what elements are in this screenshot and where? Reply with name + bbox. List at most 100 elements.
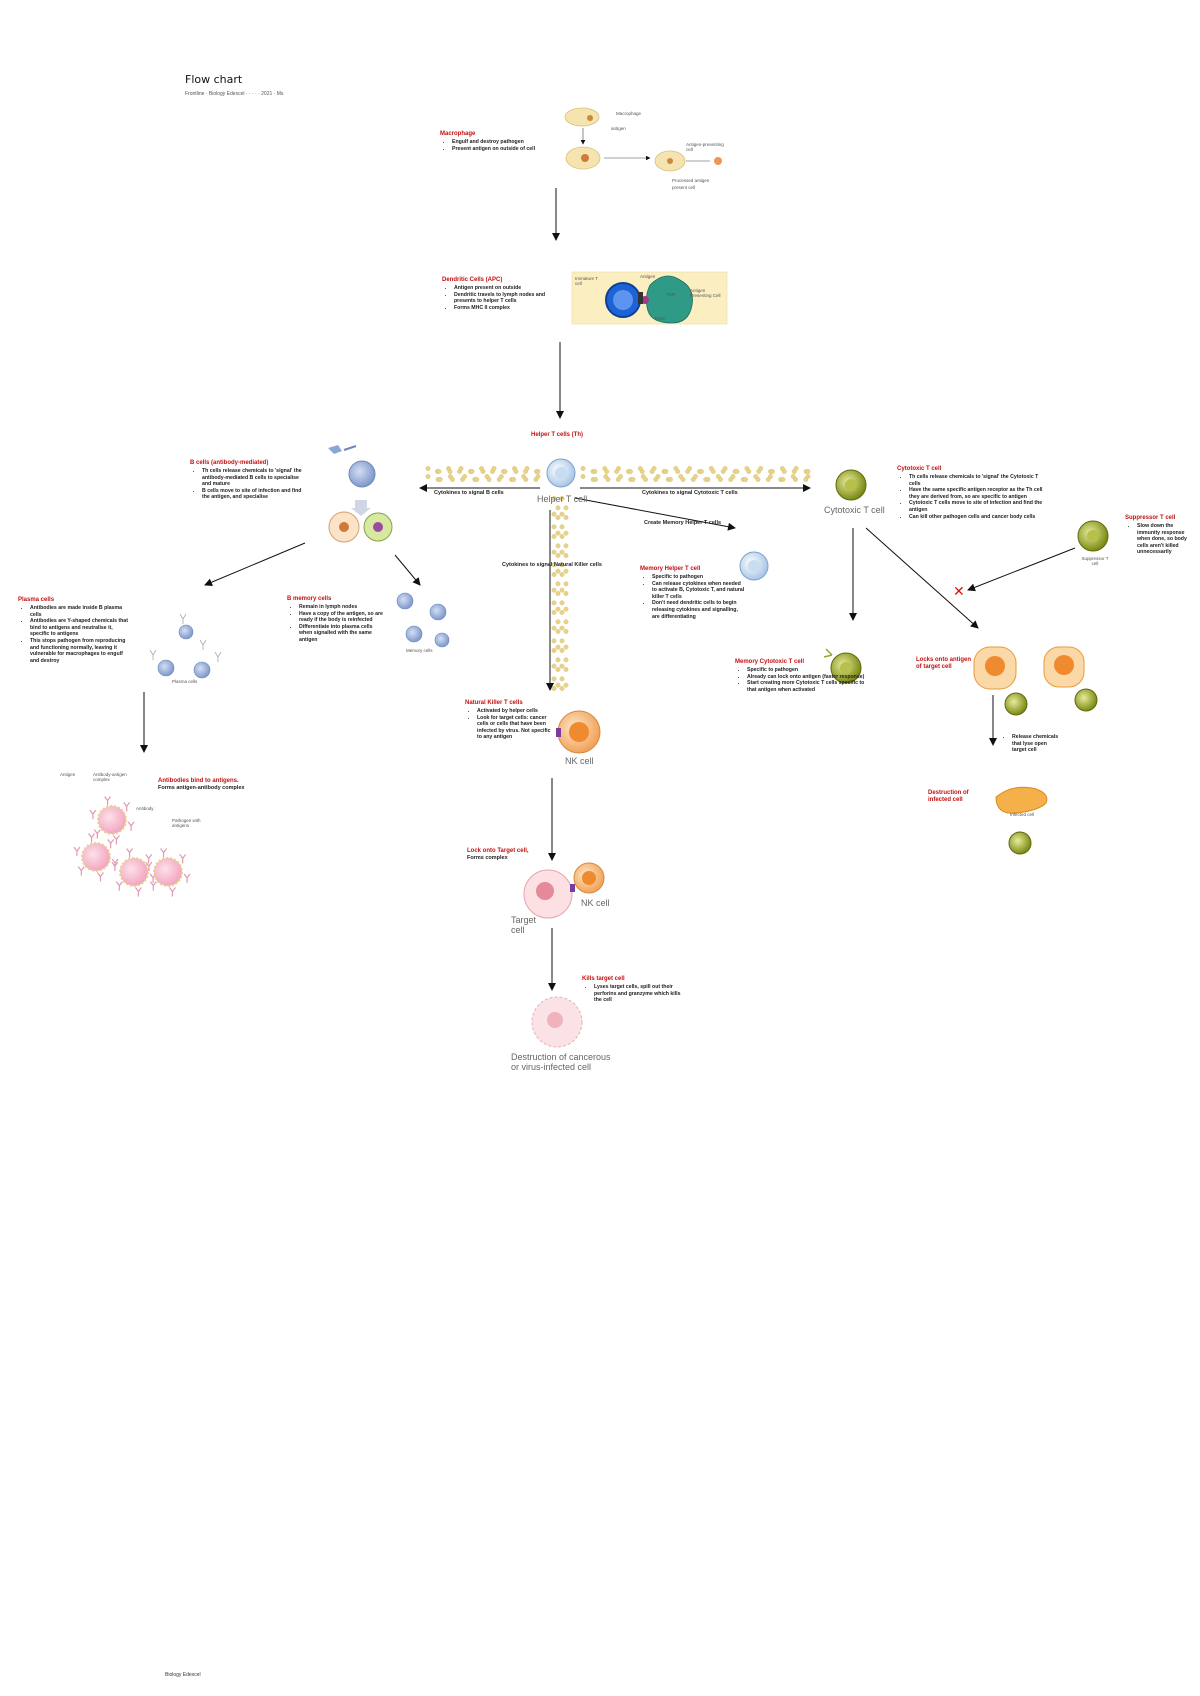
cytokine-dot <box>551 663 557 669</box>
cytokine-dot <box>793 477 798 482</box>
cytokine-dot <box>563 644 569 650</box>
cytokine-dot <box>563 530 569 536</box>
antibody-y <box>145 861 153 872</box>
cytokine-dot <box>699 469 704 474</box>
apc-label: Antigen-presenting cell <box>686 142 724 152</box>
macrophage-label: Macrophage <box>616 111 642 116</box>
memory-helper-heading: Memory Helper T cell <box>640 566 701 572</box>
pathogen-cell <box>153 857 183 887</box>
cytokine-dot <box>580 474 586 479</box>
release-bullets: Release chemicals that lyse open target … <box>1000 734 1060 754</box>
list-item: Specific to pathogen <box>747 667 873 674</box>
cytokine-dot <box>447 469 453 474</box>
cytokine-dot <box>551 686 557 691</box>
suppressor-node: Suppressor T cell Slow down the immunity… <box>1125 515 1195 556</box>
list-item: B cells move to site of infection and fi… <box>202 488 308 501</box>
cytokine-dot <box>425 466 431 471</box>
cytokine-dot <box>781 469 787 474</box>
cytokine-dot <box>655 474 661 479</box>
list-item: Differentiate into plasma cells when sig… <box>299 624 387 644</box>
cytokine-dot <box>693 474 698 479</box>
cytokine-dot <box>734 469 740 474</box>
list-item: Start creating more Cytotoxic T cells sp… <box>747 680 873 693</box>
b-cell-bullets: Th cells release chemicals to 'signal' t… <box>190 468 308 501</box>
antibody-y <box>107 839 115 849</box>
edge-label-to-nk: Cytokines to signal Natural Killer cells <box>502 562 602 568</box>
memory-helper-bullets: Specific to pathogen Can release cytokin… <box>640 574 745 620</box>
plasma-image-label: Plasma cells <box>172 679 198 684</box>
cytokine-dot <box>535 469 541 474</box>
memory-cytotoxic-heading: Memory Cytotoxic T cell <box>735 659 805 665</box>
cytokine-dot <box>746 469 752 474</box>
complex-label: Antibody-antigen complex <box>93 772 127 782</box>
cytokine-dot <box>563 657 569 663</box>
cytokine-dot <box>651 466 657 471</box>
cytokine-dot <box>486 477 492 482</box>
cytokine-dot <box>627 469 633 474</box>
antibody-y <box>134 887 142 897</box>
infected-cell-label: Infected cell <box>1010 812 1035 817</box>
antigen-label-2: Antigen <box>640 274 656 279</box>
cytokine-dot <box>555 553 561 558</box>
lock-target-sub: Forms complex <box>467 855 508 861</box>
cytokine-dot <box>551 534 557 539</box>
kill-target-bullets: Lyses target cells, spill out their perf… <box>582 984 687 1004</box>
edge-label-to-cyto: Cytokines to signal Cytotoxic T cells <box>642 490 738 496</box>
release-node: Release chemicals that lyse open target … <box>1000 733 1060 754</box>
cytokine-dot <box>559 549 565 555</box>
list-item: Antigen present on outside <box>454 285 560 292</box>
antibody-y <box>115 881 123 891</box>
cytokine-dot <box>559 610 565 615</box>
cytokine-dot <box>618 474 623 479</box>
suppressor-illustration <box>1077 520 1109 552</box>
target-cell-label: Target cell <box>511 915 537 935</box>
memory-cytotoxic-bullets: Specific to pathogen Already can lock on… <box>735 667 873 693</box>
cytokine-dot <box>555 619 561 625</box>
dendritic-heading: Dendritic Cells (APC) <box>442 277 503 283</box>
cytotoxic-label: Cytotoxic T cell <box>824 505 885 515</box>
cytokine-dot <box>559 524 565 530</box>
cytokine-dot <box>559 496 565 501</box>
memory-cytotoxic-node: Memory Cytotoxic T cell Specific to path… <box>735 659 873 693</box>
cytokine-dot <box>559 676 565 682</box>
cytokine-dot <box>743 477 748 482</box>
cytokine-dot <box>768 474 773 479</box>
nk-cell-illustration <box>556 710 601 754</box>
flow-arrows <box>140 188 1076 991</box>
apc-label-2: Antigen Presenting Cell <box>690 288 721 298</box>
antibody-y <box>88 833 96 843</box>
cytokine-dot <box>663 469 669 474</box>
memory-b-bullets: Remain in lymph nodes Have a copy of the… <box>287 604 387 644</box>
arrow-suppressor-to-cyto <box>967 547 1076 592</box>
macrophage-heading: Macrophage <box>440 131 476 137</box>
antibody-y <box>77 866 85 876</box>
kill-target-illustration <box>531 996 583 1048</box>
edge-label-to-b: Cytokines to signal B cells <box>434 490 504 496</box>
cytokine-dot <box>555 629 561 634</box>
cytokine-dot <box>593 477 598 482</box>
cytokine-dot <box>730 474 736 479</box>
antigen-label-3: Antigen <box>60 772 76 777</box>
antibody-y <box>179 854 187 864</box>
list-item: Antibodies are made inside B plasma cell… <box>30 605 133 618</box>
cytokine-dot <box>559 663 565 669</box>
cytokine-dot <box>462 474 468 479</box>
list-item: Antibodies are Y-shaped chemicals that b… <box>30 618 133 638</box>
cytokine-dot <box>551 549 557 555</box>
cytokine-dot <box>687 466 692 471</box>
list-item: Engulf and destroy pathogen <box>452 139 560 146</box>
nk-node: Natural Killer T cells Activated by help… <box>465 700 555 741</box>
antibody-y <box>104 796 112 806</box>
cytokine-dot <box>502 469 508 474</box>
plasma-cells-illustration <box>149 613 222 679</box>
macrophage-bullets: Engulf and destroy pathogen Present anti… <box>440 139 560 152</box>
cytokine-dot <box>551 496 557 501</box>
plasma-heading: Plasma cells <box>18 597 55 603</box>
dendritic-illustration <box>571 271 728 325</box>
lock-target-heading: Lock onto Target cell, <box>467 848 529 854</box>
list-item: Have the same specific antigen receptor … <box>909 487 1047 500</box>
cytokine-dot <box>580 466 586 471</box>
cytokine-dot <box>555 543 561 549</box>
lock-target-node: Lock onto Target cell, Forms complex <box>467 848 557 862</box>
